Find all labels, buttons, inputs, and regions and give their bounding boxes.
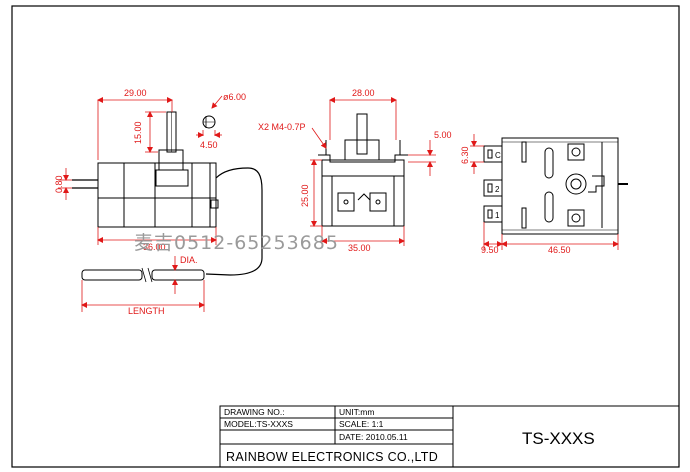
side-view <box>72 111 263 283</box>
front-width-bottom-label: 35.00 <box>348 243 371 253</box>
end-view-dims <box>470 134 619 250</box>
front-width-top-label: 28.00 <box>352 88 375 98</box>
model-code: TS-XXXS <box>522 429 595 448</box>
side-view-dims <box>58 97 217 312</box>
front-view-dims <box>310 97 436 246</box>
unit-label: UNIT:mm <box>339 407 374 417</box>
terminal-label-1: 1 <box>495 211 500 220</box>
side-bushing <box>158 149 184 171</box>
side-body <box>97 162 217 228</box>
sheet-border <box>11 5 680 468</box>
side-width-bottom-label: 36.00 <box>143 242 166 252</box>
shaft-diameter-label: ø6.00 <box>223 92 246 102</box>
front-right-step-label: 5.00 <box>434 130 452 140</box>
model-label: MODEL:TS-XXXS <box>224 419 293 429</box>
phone-watermark: 麦吉0512-65253685 <box>134 232 339 254</box>
front-shaft <box>356 113 368 155</box>
front-mount-hole-label: X2 M4-0.7P <box>258 122 306 132</box>
length-label: LENGTH <box>128 306 165 316</box>
company-name: RAINBOW ELECTRONICS CO.,LTD <box>226 450 438 464</box>
sensor-bulb-right <box>151 269 205 281</box>
end-offset-label: 9.50 <box>481 245 499 255</box>
title-block <box>219 405 680 468</box>
date-label: DATE: 2010.05.11 <box>339 432 408 442</box>
front-height-label: 25.00 <box>300 184 310 207</box>
terminal-label-2: 2 <box>495 185 500 194</box>
side-offset-label: 0.80 <box>54 175 64 193</box>
shaft-detail <box>196 95 223 138</box>
terminal-label-c: C <box>495 151 501 160</box>
drawing-no-label: DRAWING NO.: <box>224 407 285 417</box>
front-body <box>321 159 405 227</box>
end-width-label: 46.50 <box>548 245 571 255</box>
side-width-top-label: 29.00 <box>124 88 147 98</box>
end-view <box>483 137 628 235</box>
side-shaft-height-label: 15.00 <box>133 121 143 144</box>
end-terminal-pitch-label: 6.30 <box>460 146 470 164</box>
dia-label: DIA. <box>180 255 198 265</box>
front-view <box>318 113 408 227</box>
sensor-bulb-left <box>81 269 143 281</box>
shaft-flat-label: 4.50 <box>200 140 218 150</box>
scale-label: SCALE: 1:1 <box>339 419 384 429</box>
